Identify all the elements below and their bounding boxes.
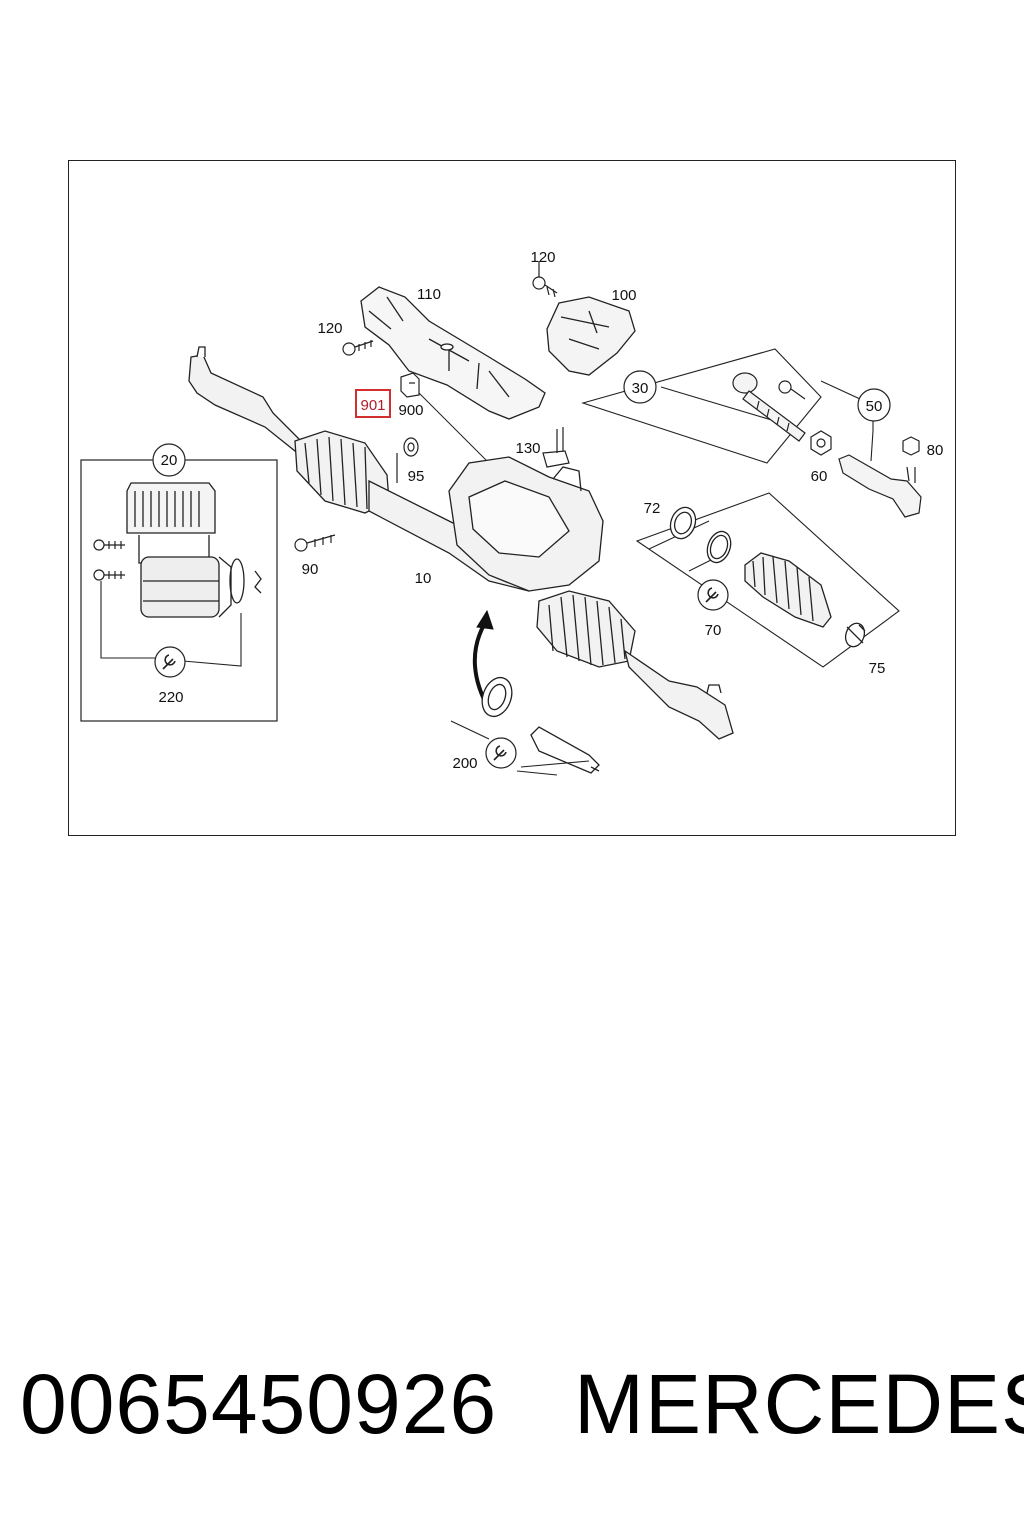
callout-80[interactable]: 80	[927, 442, 944, 459]
steering-rack-exploded-view: 20 220	[80, 249, 944, 776]
callout-110[interactable]: 110	[417, 286, 441, 303]
wrench-icon-220	[154, 646, 186, 678]
bracket-100-drawing	[546, 296, 636, 376]
group-50-circle	[857, 388, 891, 422]
callout-100[interactable]: 100	[611, 287, 636, 304]
valve-130-drawing	[542, 427, 570, 468]
callout-90[interactable]: 90	[302, 561, 319, 578]
bolt-120-left	[342, 340, 374, 356]
tie-rod-end-50-drawing	[838, 454, 922, 518]
callout-75[interactable]: 75	[869, 660, 886, 677]
bolt-90-drawing	[294, 534, 336, 552]
inset-screws	[93, 539, 125, 581]
callout-120-left[interactable]: 120	[317, 320, 342, 337]
inset-motor-group: 20 220	[80, 443, 278, 722]
washer-95-drawing	[396, 437, 419, 483]
nut-80-drawing	[902, 436, 920, 456]
group-30-outline	[581, 348, 822, 464]
callout-200[interactable]: 200	[452, 755, 477, 772]
group-50-label[interactable]: 50	[866, 398, 883, 415]
callout-60[interactable]: 60	[811, 468, 828, 485]
group-30-label[interactable]: 30	[632, 380, 649, 397]
boot-70-drawing	[744, 552, 832, 628]
callout-900[interactable]: 900	[398, 402, 423, 419]
part-number: 0065450926	[20, 1357, 498, 1451]
callout-95[interactable]: 95	[408, 468, 425, 485]
callout-72[interactable]: 72	[644, 500, 661, 517]
inner-tie-rod-drawing	[732, 372, 806, 442]
clamp-75-drawing	[844, 622, 866, 648]
callout-10[interactable]: 10	[415, 570, 432, 587]
group-30-circle	[623, 370, 657, 404]
ring-72-drawing	[669, 506, 732, 564]
callout-120-top[interactable]: 120	[530, 249, 555, 266]
electric-motor-drawing	[126, 482, 262, 618]
highlight-box-901	[355, 389, 391, 418]
parts-diagram-frame: 20 220	[68, 160, 956, 836]
steering-rack-10-drawing	[188, 346, 734, 740]
wrench-icon-200	[485, 737, 517, 769]
bolt-120-top	[532, 261, 558, 298]
wrench-icon-70	[697, 579, 729, 611]
clip-900-drawing	[400, 372, 420, 398]
callout-70[interactable]: 70	[705, 622, 722, 639]
callout-220[interactable]: 220	[158, 689, 183, 706]
group-20-circle	[152, 443, 186, 477]
nut-60-drawing	[810, 430, 832, 456]
callout-130[interactable]: 130	[515, 440, 540, 457]
brand-name: MERCEDES	[574, 1357, 1024, 1451]
direction-arrow	[476, 609, 494, 630]
callout-901[interactable]: 901	[360, 397, 385, 414]
cover-110-drawing	[360, 286, 546, 420]
group-20-label[interactable]: 20	[161, 452, 178, 469]
